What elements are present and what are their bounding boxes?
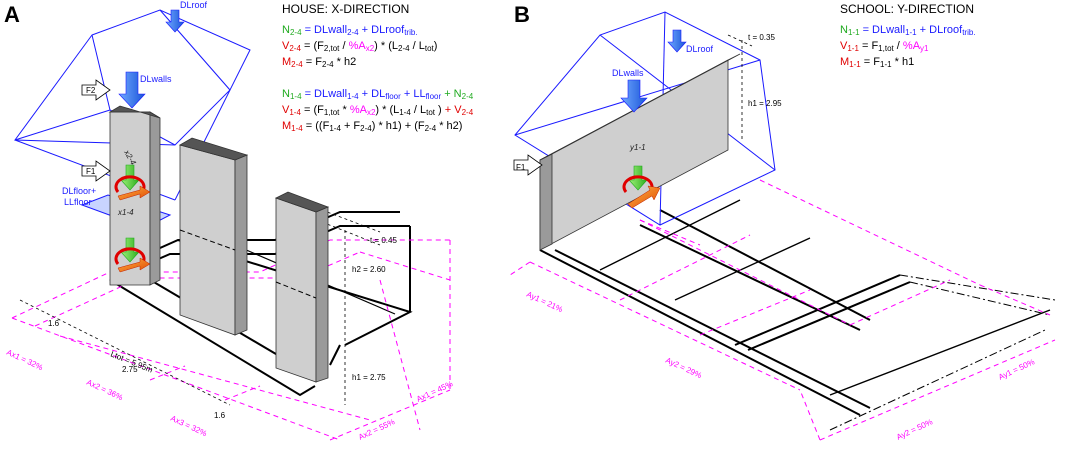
panel-a-label-wall-lower: x1-4 (117, 208, 134, 217)
panel-b-label-wall: y1-1 (629, 143, 646, 152)
panel-b-label-ay2-right: Ay2 = 50% (895, 417, 934, 442)
panel-b-eq3: M1-1 = F1-1 * h1 (840, 56, 914, 69)
panel-b-eq1: N1-1 = DLwall1-1 + DLrooftrib. (840, 24, 976, 37)
panel-a-eq6: M1-4 = ((F1-4 + F2-4) * h1) + (F2-4 * h2… (282, 120, 462, 133)
panel-a-label-dlwalls: DLwalls (140, 74, 172, 84)
panel-a-magenta-grid (11, 239, 451, 441)
panel-a-label-llfloor: LLfloor (64, 197, 92, 207)
panel-a-label-ax2: Ax2 = 36% (85, 378, 124, 403)
panel-a-eq1: N2-4 = DLwall2-4 + DLrooftrib. (282, 24, 418, 37)
panel-a: A (4, 0, 474, 442)
panel-a-reaction-lower (114, 237, 151, 273)
panel-a-label-d1: 1.6 (48, 319, 60, 328)
panel-a-reaction-upper (114, 164, 151, 201)
panel-b-dlwalls-arrow (620, 79, 648, 113)
panel-a-wall-3 (274, 191, 330, 383)
panel-a-label-f2: F2 (86, 86, 96, 95)
panel-a-eq5: V1-4 = (F1,tot * %Ax2) * (L1-4 / Ltot ) … (282, 104, 474, 117)
panel-a-label-ax2-right: Ax2 = 55% (357, 417, 396, 442)
panel-a-f2-arrow (81, 79, 111, 101)
panel-a-label-dlfloor: DLfloor+ (62, 186, 96, 196)
panel-b-eq2: V1-1 = F1,tot / %Ay1 (840, 40, 929, 53)
panel-a-f1-arrow (81, 160, 111, 182)
panel-a-label-f1: F1 (86, 167, 96, 176)
panel-a-heading: HOUSE: X-DIRECTION (282, 2, 409, 16)
panel-a-label-h1: h1 = 2.75 (352, 373, 386, 382)
panel-b-floor-dashdot (829, 274, 1056, 431)
panel-b-label-dlroof: DLroof (686, 44, 714, 54)
panel-a-label-d3: 1.6 (214, 411, 226, 420)
panel-a-eq2: V2-4 = (F2,tot / %Ax2) * (L2-4 / Ltot) (282, 40, 437, 53)
panel-a-dlroof-arrow (165, 9, 185, 33)
panel-b-label-h1: h1 = 2.95 (748, 99, 782, 108)
panel-b-heading: SCHOOL: Y-DIRECTION (840, 2, 974, 16)
panel-a-label-dlroof: DLroof (180, 0, 208, 10)
panel-a-label-h2: h2 = 2.60 (352, 265, 386, 274)
panel-a-eq3: M2-4 = F2-4 * h2 (282, 56, 356, 69)
panel-b-label-t: t = 0.35 (748, 33, 775, 42)
panel-b: B (509, 2, 1056, 442)
panel-a-label-d2: 2.75 (122, 365, 138, 374)
panel-a-label-ax1-left: Ax1 = 32% (5, 348, 44, 373)
panel-b-reaction (622, 165, 661, 209)
panel-a-label-ax1-right: Ax1 = 45% (415, 379, 454, 404)
panel-a-label-t: t = 0.45 (370, 236, 397, 245)
panel-b-magenta-grid (509, 179, 1056, 441)
panel-b-dimension-lines (727, 34, 753, 140)
panel-b-floor-plan (539, 199, 1051, 416)
panel-a-letter: A (4, 2, 20, 27)
panel-b-letter: B (514, 2, 530, 27)
panel-b-dlroof-arrow (667, 29, 687, 53)
panel-b-wall (539, 53, 741, 251)
panel-a-eq4: N1-4 = DLwall1-4 + DLfloor + LLfloor + N… (282, 88, 474, 101)
panel-b-label-dlwalls: DLwalls (612, 68, 644, 78)
panel-b-label-ay2: Ay2 = 29% (664, 356, 703, 381)
panel-a-wall-1 (108, 105, 161, 286)
panel-a-dimension-lines (19, 209, 381, 406)
panel-a-dlwalls-arrow (118, 71, 146, 109)
panel-b-f1-arrow (513, 154, 543, 176)
panel-a-label-ax3: Ax3 = 32% (169, 414, 208, 439)
panel-b-label-ay1: Ay1 = 21% (525, 290, 564, 315)
panel-a-wall-2 (178, 137, 249, 336)
panel-b-label-ay1-right: Ay1 = 50% (997, 357, 1036, 382)
panel-b-label-f1: F1 (516, 163, 526, 172)
